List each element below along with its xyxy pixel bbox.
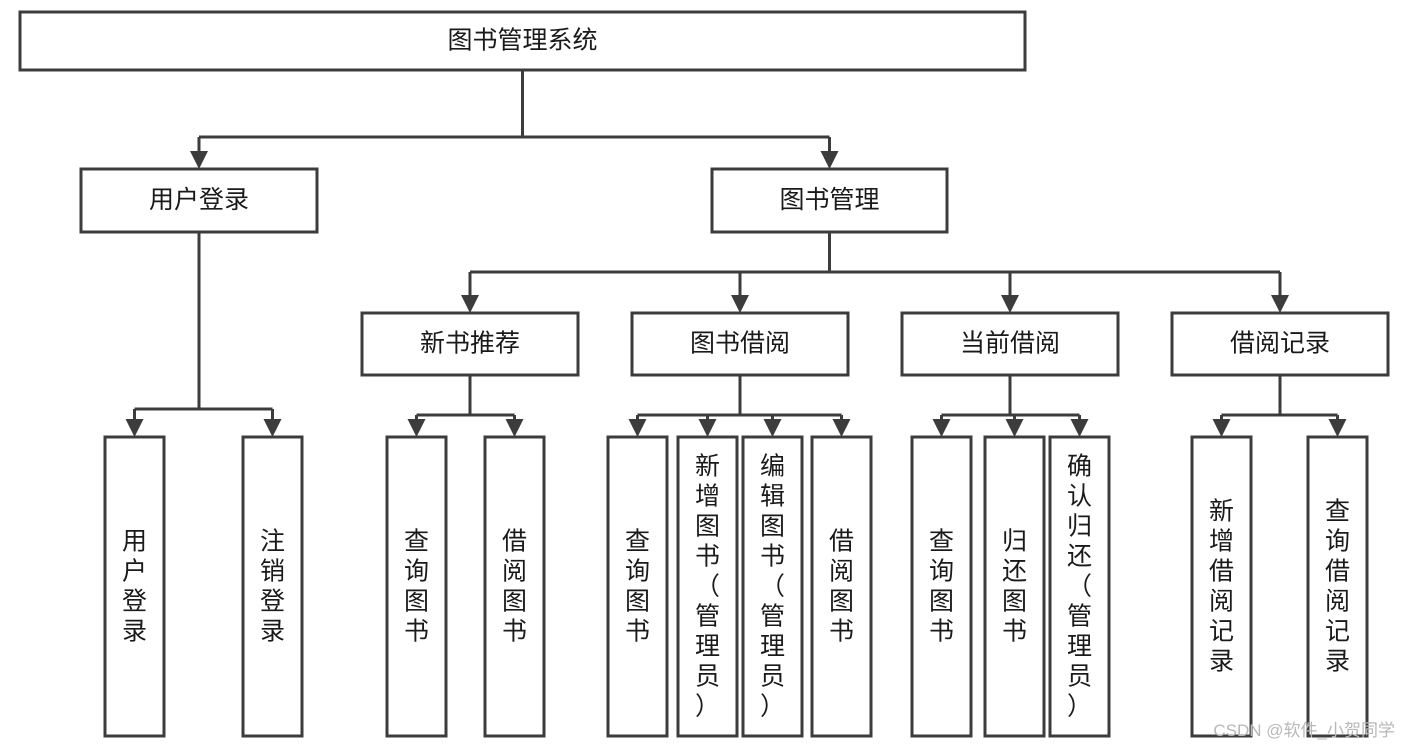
node-root[interactable]: 图书管理系统 [18, 10, 1027, 72]
arrow-head-icon [1001, 295, 1019, 313]
node-book-borrow-label: 图书借阅 [690, 330, 790, 358]
node-borrow-record-box [1170, 311, 1390, 377]
node-leaf-confirm-return[interactable]: 确认归还（管理员） [1048, 435, 1111, 738]
arrow-head-icon [932, 419, 951, 437]
node-leaf-return-book-box [983, 435, 1046, 738]
node-leaf-borrow-book-2-box [810, 435, 873, 738]
node-leaf-query-record-label: 查询借阅记录 [1325, 498, 1350, 676]
node-book-borrow-box [630, 311, 850, 377]
node-leaf-borrow-book-1[interactable]: 借阅图书 [483, 435, 546, 738]
node-user-login-box [79, 167, 319, 234]
node-leaf-logout-box [241, 435, 304, 738]
arrow-head-icon [763, 419, 782, 437]
node-leaf-edit-book[interactable]: 编辑图书（管理员） [741, 435, 804, 738]
arrow-head-icon [190, 151, 208, 169]
node-leaf-query-book-2-box [606, 435, 669, 738]
node-leaf-edit-book-box [741, 435, 804, 738]
node-new-book-rec-box [360, 311, 580, 377]
node-leaf-add-record-box [1190, 435, 1253, 738]
node-leaf-add-book-label: 新增图书（管理员） [695, 453, 720, 721]
arrow-head-icon [832, 419, 851, 437]
arrow-head-icon [1212, 419, 1231, 437]
arrow-head-icon [505, 419, 524, 437]
node-leaf-borrow-book-1-label: 借阅图书 [502, 528, 527, 646]
node-new-book-rec[interactable]: 新书推荐 [360, 311, 580, 377]
arrow-head-icon [263, 419, 282, 437]
node-leaf-query-book-1-label: 查询图书 [404, 528, 429, 646]
node-leaf-borrow-book-2-label: 借阅图书 [829, 528, 854, 646]
node-current-borrow-box [900, 311, 1120, 377]
node-new-book-rec-label: 新书推荐 [420, 330, 520, 358]
arrow-head-icon [1005, 419, 1024, 437]
arrow-head-icon [1271, 295, 1289, 313]
node-leaf-query-book-3-box [910, 435, 973, 738]
arrow-head-icon [628, 419, 647, 437]
node-leaf-query-book-1-box [385, 435, 448, 738]
arrow-head-icon [461, 295, 479, 313]
node-leaf-query-book-1[interactable]: 查询图书 [385, 435, 448, 738]
node-leaf-add-record[interactable]: 新增借阅记录 [1190, 435, 1253, 738]
node-root-label: 图书管理系统 [447, 27, 597, 55]
node-leaf-return-book[interactable]: 归还图书 [983, 435, 1046, 738]
arrow-head-icon [820, 151, 839, 169]
node-leaf-borrow-book-1-box [483, 435, 546, 738]
node-book-borrow[interactable]: 图书借阅 [630, 311, 850, 377]
node-leaf-edit-book-label: 编辑图书（管理员） [760, 453, 785, 721]
arrow-head-icon [698, 419, 717, 437]
arrow-head-icon [407, 419, 426, 437]
arrow-head-icon [731, 295, 749, 313]
node-leaf-query-book-2[interactable]: 查询图书 [606, 435, 669, 738]
node-leaf-query-book-2-label: 查询图书 [625, 528, 650, 646]
node-leaf-logout[interactable]: 注销登录 [241, 435, 304, 738]
node-leaf-add-book-box [676, 435, 739, 738]
node-leaf-query-book-3[interactable]: 查询图书 [910, 435, 973, 738]
node-book-manage-box [710, 167, 949, 234]
node-leaf-query-record-box [1306, 435, 1369, 738]
arrow-head-icon [125, 419, 144, 437]
node-leaf-user-login-label: 用户登录 [122, 528, 147, 646]
node-leaf-logout-label: 注销登录 [260, 528, 285, 646]
node-leaf-confirm-return-label: 确认归还（管理员） [1067, 453, 1092, 721]
node-root-box [18, 10, 1027, 72]
node-borrow-record[interactable]: 借阅记录 [1170, 311, 1390, 377]
node-current-borrow[interactable]: 当前借阅 [900, 311, 1120, 377]
node-book-manage-label: 图书管理 [779, 186, 879, 214]
node-leaf-user-login[interactable]: 用户登录 [103, 435, 166, 738]
edge-layer [125, 70, 1347, 437]
node-book-manage[interactable]: 图书管理 [710, 167, 949, 234]
node-leaf-query-book-3-label: 查询图书 [929, 528, 954, 646]
node-layer: 图书管理系统用户登录图书管理新书推荐图书借阅当前借阅借阅记录用户登录注销登录查询… [18, 10, 1390, 738]
node-leaf-confirm-return-box [1048, 435, 1111, 738]
node-current-borrow-label: 当前借阅 [960, 330, 1060, 358]
node-leaf-add-book[interactable]: 新增图书（管理员） [676, 435, 739, 738]
arrow-head-icon [1070, 419, 1089, 437]
arrow-head-icon [1328, 419, 1347, 437]
node-user-login-label: 用户登录 [149, 186, 249, 214]
node-leaf-query-record[interactable]: 查询借阅记录 [1306, 435, 1369, 738]
node-borrow-record-label: 借阅记录 [1230, 330, 1330, 358]
node-user-login[interactable]: 用户登录 [79, 167, 319, 234]
node-leaf-borrow-book-2[interactable]: 借阅图书 [810, 435, 873, 738]
node-leaf-return-book-label: 归还图书 [1002, 528, 1027, 646]
node-leaf-add-record-label: 新增借阅记录 [1209, 498, 1234, 676]
node-leaf-user-login-box [103, 435, 166, 738]
